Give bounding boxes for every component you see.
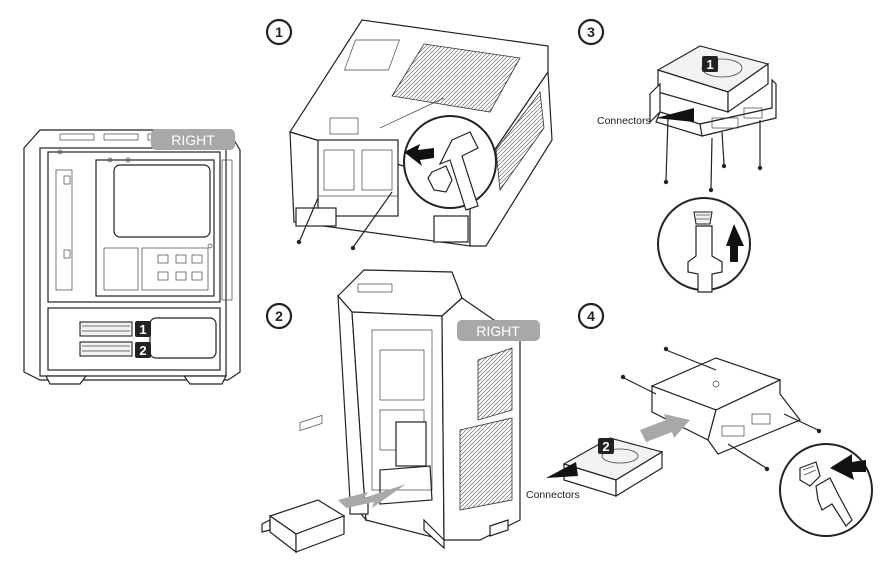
step-4-number: 4 bbox=[577, 302, 605, 330]
right-tag-step-2: RIGHT bbox=[457, 320, 540, 341]
hdd-drive-badge-2-label: 2 bbox=[602, 439, 609, 454]
connector-pointer-step-4 bbox=[546, 462, 578, 478]
step-2-tower-illustration bbox=[337, 269, 521, 550]
right-tag-left-label: RIGHT bbox=[171, 132, 215, 148]
pull-out-arrow bbox=[338, 484, 406, 508]
hdd-drive-badge-1: 1 bbox=[702, 56, 718, 72]
right-tag-left-view: RIGHT bbox=[151, 129, 235, 150]
step-4-number-label: 4 bbox=[587, 308, 595, 324]
connectors-label-step-3: Connectors bbox=[597, 115, 651, 127]
step-3-number: 3 bbox=[577, 18, 605, 46]
step-1-zoom-screw-detail bbox=[403, 115, 497, 211]
hdd-drive-badge-1-label: 1 bbox=[706, 57, 713, 72]
hdd-drive-badge-2: 2 bbox=[598, 438, 614, 454]
hdd-slot-badge-1: 1 bbox=[135, 321, 151, 337]
right-tag-step-2-label: RIGHT bbox=[476, 323, 520, 339]
step-2-number-label: 2 bbox=[275, 308, 283, 324]
hdd-slot-badge-2-label: 2 bbox=[139, 343, 146, 358]
connectors-label-step-4: Connectors bbox=[526, 489, 580, 501]
step-2-drive-tray bbox=[261, 414, 346, 554]
hdd-slot-badge-1-label: 1 bbox=[139, 322, 146, 337]
step-1-number-label: 1 bbox=[275, 24, 283, 40]
step-3-zoom-screw-detail bbox=[657, 197, 751, 293]
step-4-zoom-screw-detail bbox=[779, 443, 873, 537]
insert-arrow bbox=[640, 414, 690, 442]
connector-pointer-step-3 bbox=[656, 108, 694, 122]
hdd-slot-badge-2: 2 bbox=[135, 342, 151, 358]
step-4-tray-illustration bbox=[620, 346, 822, 472]
step-1-number: 1 bbox=[265, 18, 293, 46]
case-side-view bbox=[23, 129, 241, 385]
step-3-number-label: 3 bbox=[587, 24, 595, 40]
step-2-number: 2 bbox=[265, 302, 293, 330]
